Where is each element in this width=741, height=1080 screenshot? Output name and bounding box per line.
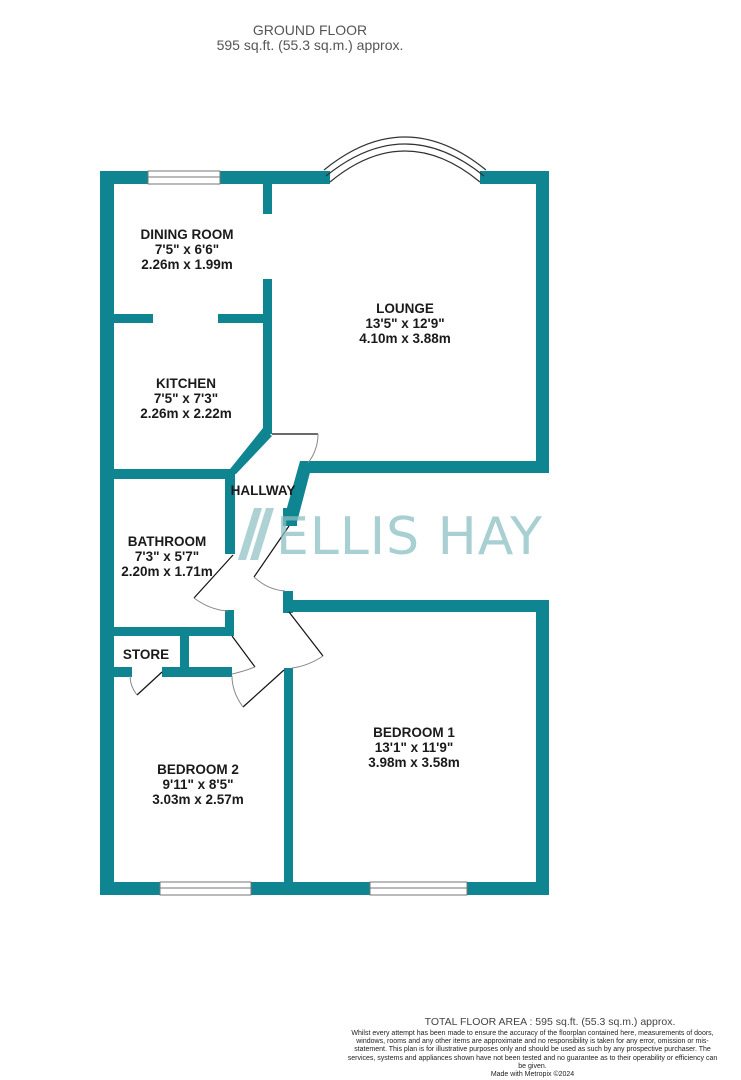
floor-title: GROUND FLOOR	[252, 22, 368, 38]
walls	[100, 171, 549, 895]
room-lounge: LOUNGE 13'5" x 12'9" 4.10m x 3.88m	[359, 301, 451, 346]
room-bathroom: BATHROOM 7'3" x 5'7" 2.20m x 1.71m	[121, 534, 213, 579]
windows	[147, 136, 487, 896]
watermark-logo: ELLIS HAY	[276, 507, 544, 567]
floor-area: 595 sq.ft. (55.3 sq.m.) approx.	[216, 37, 404, 53]
room-store: STORE	[122, 647, 170, 662]
room-bedroom-1: BEDROOM 1 13'1" x 11'9" 3.98m x 3.58m	[368, 725, 460, 770]
room-bedroom-2: BEDROOM 2 9'11" x 8'5" 3.03m x 2.57m	[152, 762, 244, 807]
disclaimer-text: Whilst every attempt has been made to en…	[347, 1030, 718, 1070]
doors	[129, 433, 324, 708]
room-kitchen: KITCHEN 7'5" x 7'3" 2.26m x 2.22m	[140, 376, 232, 421]
total-floor-area: TOTAL FLOOR AREA : 595 sq.ft. (55.3 sq.m…	[424, 1016, 676, 1028]
made-with: Made with Metropix ©2024	[490, 1071, 575, 1079]
room-dining-room: DINING ROOM 7'5" x 6'6" 2.26m x 1.99m	[140, 227, 234, 272]
logo-slashes-icon	[238, 508, 274, 560]
room-hallway: HALLWAY	[230, 483, 296, 498]
disclaimer: Whilst every attempt has been made to en…	[345, 1030, 720, 1079]
